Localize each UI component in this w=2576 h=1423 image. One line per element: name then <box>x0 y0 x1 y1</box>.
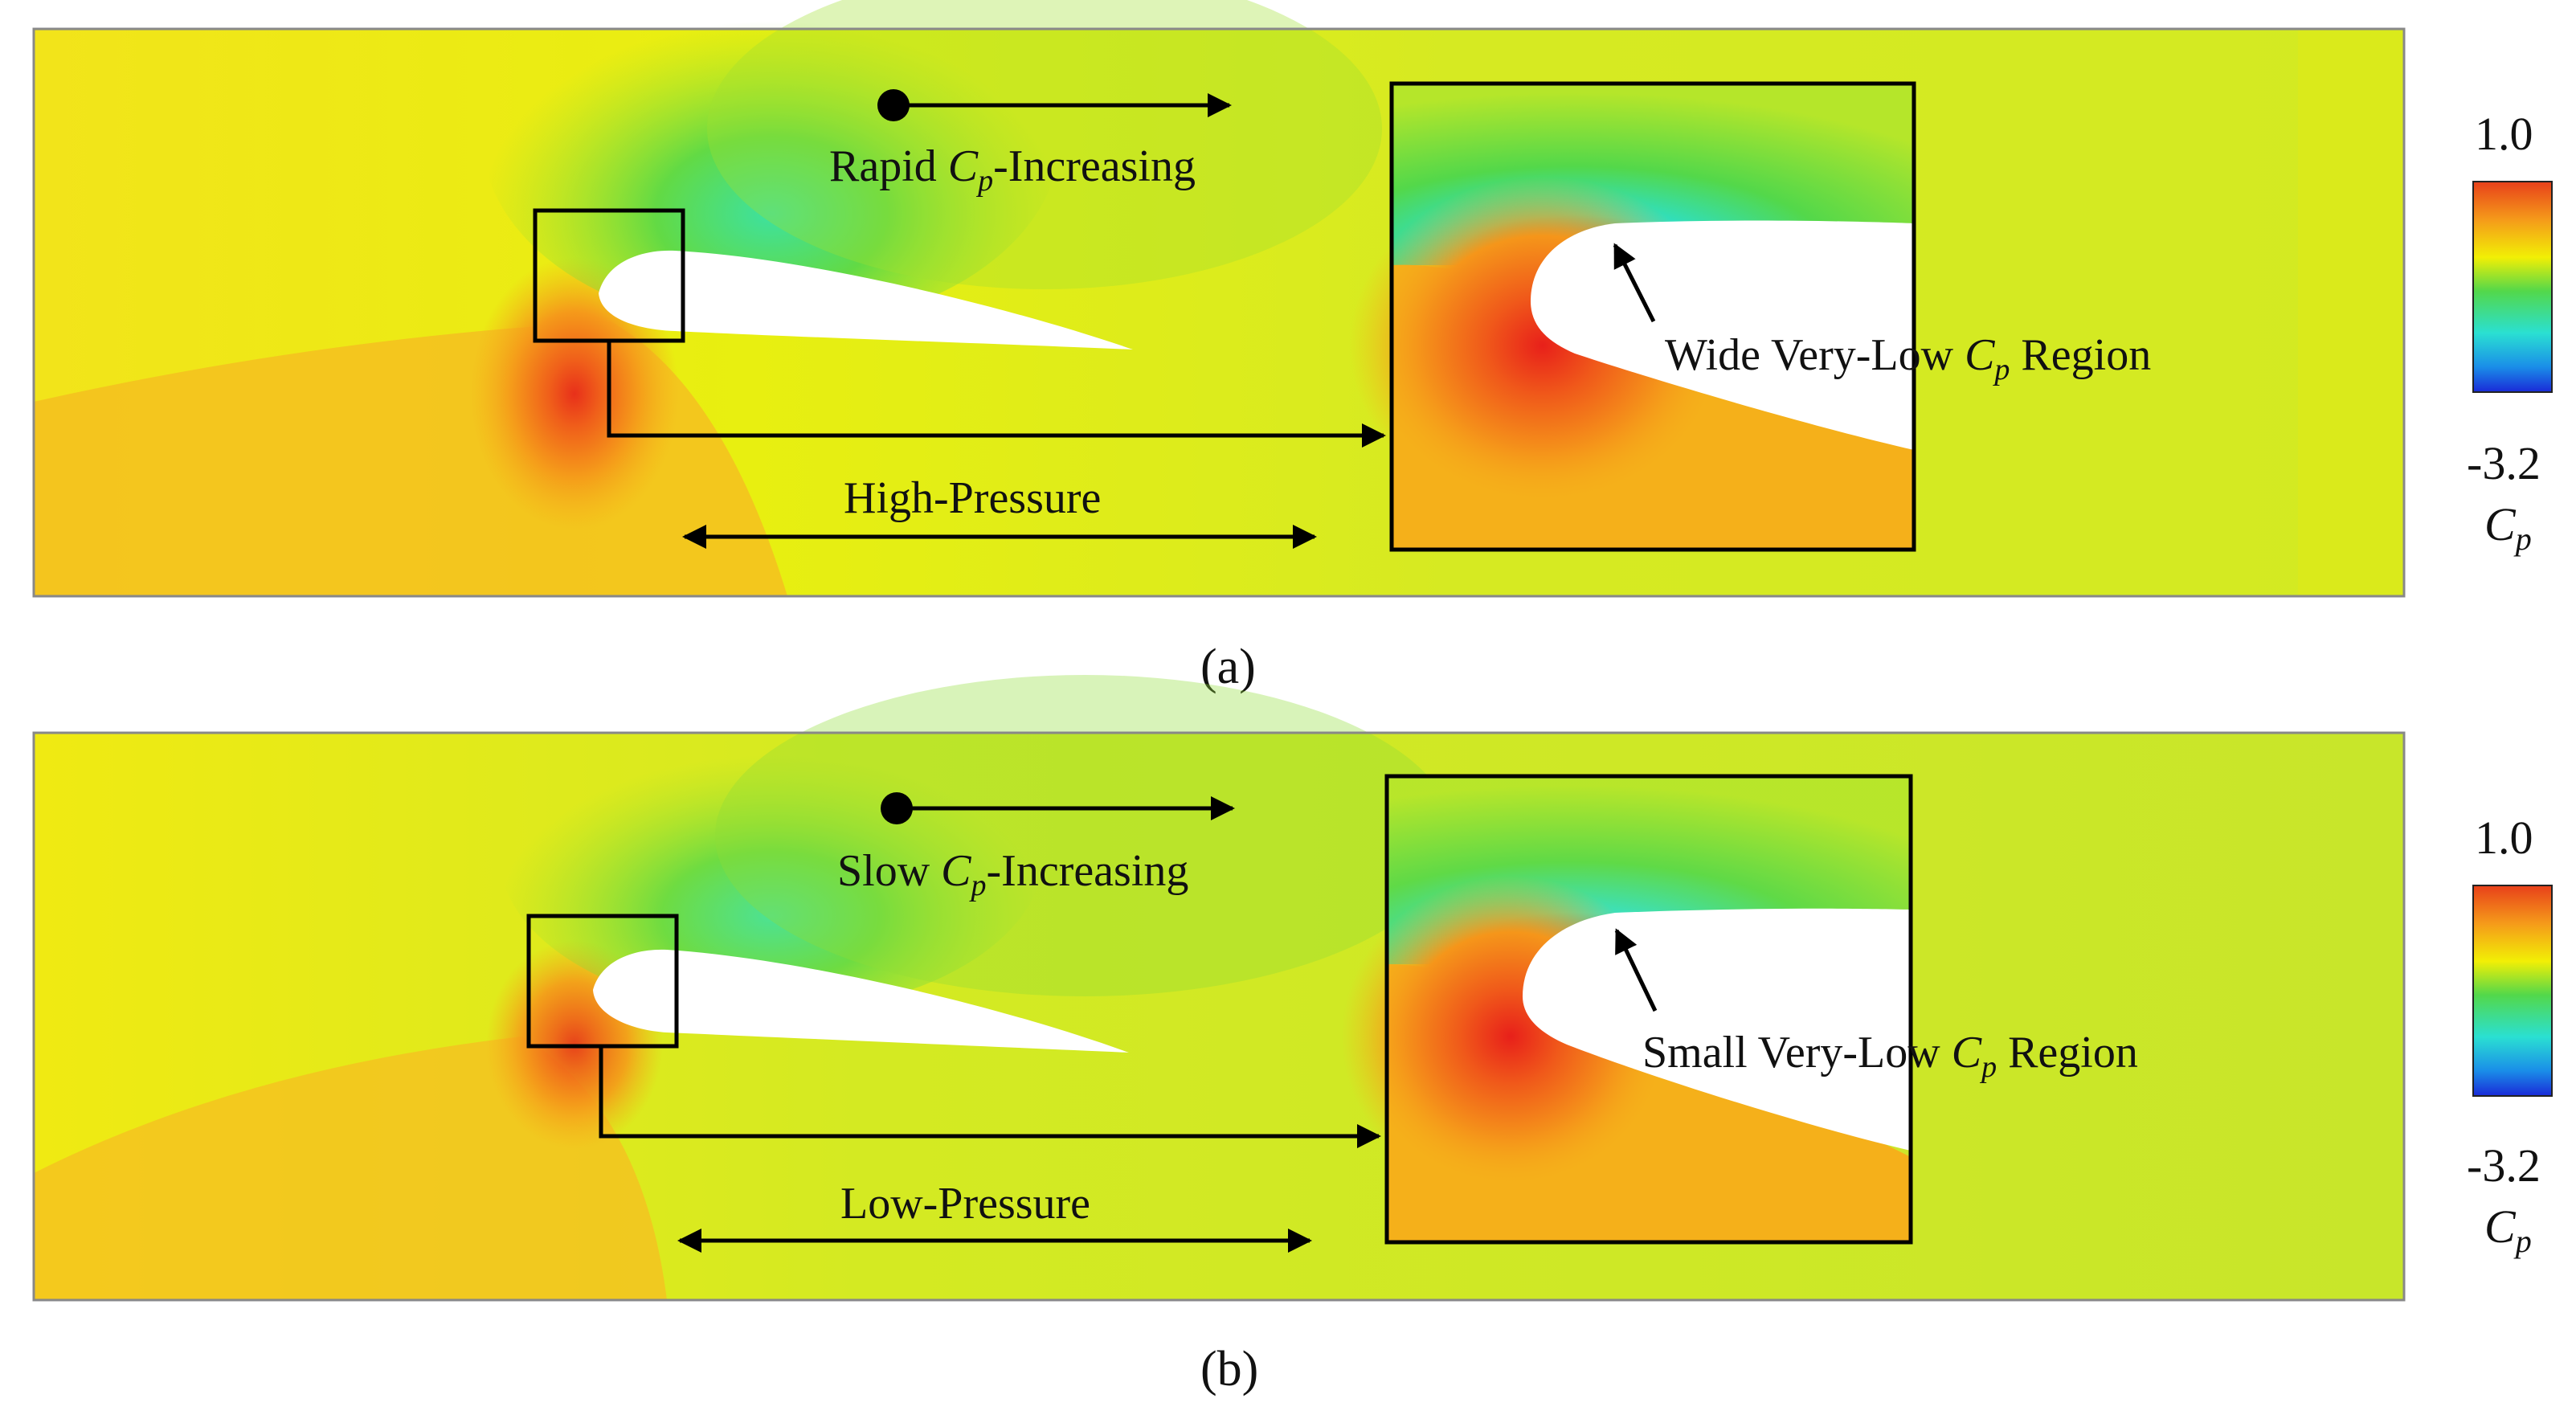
colorbar-symbol-b: Cp <box>2484 1200 2532 1259</box>
zoom-connector-b <box>599 1046 1381 1148</box>
colorbar-a: 1.0 -3.2 Cp <box>2467 108 2553 557</box>
caption-b: (b) <box>1200 1342 1258 1396</box>
inset-airfoil-a <box>1531 220 1914 450</box>
panel-b: Slow Cp-Increasing Low-Pressure Small Ve… <box>32 675 2553 1396</box>
colorbar-min-a: -3.2 <box>2467 437 2541 489</box>
colorbar-min-b: -3.2 <box>2467 1139 2541 1192</box>
label-bottom-b: Low-Pressure <box>840 1179 1090 1229</box>
colorbar-max-b: 1.0 <box>2475 812 2533 864</box>
colorbar-symbol-a: Cp <box>2484 498 2532 557</box>
caption-a: (a) <box>1200 640 1256 694</box>
airfoil-b <box>593 949 1129 1053</box>
zoom-connector-a <box>607 341 1386 448</box>
airfoil-a <box>599 250 1133 350</box>
colorbar-b: 1.0 -3.2 Cp <box>2467 812 2553 1259</box>
inset-arrow-b <box>1614 928 1658 1012</box>
colorbar-max-a: 1.0 <box>2475 108 2533 160</box>
panel-a-contour-field <box>34 0 2404 596</box>
inset-label-b: Small Very-Low Cp Region <box>1642 1028 2138 1084</box>
label-bottom-a: High-Pressure <box>844 473 1101 523</box>
panel-a: Rapid Cp-Increasing High-Pressure Wide V… <box>32 0 2553 694</box>
inset-label-a: Wide Very-Low Cp Region <box>1665 330 2151 386</box>
panel-a-border <box>32 27 2406 598</box>
label-top-a: Rapid Cp-Increasing <box>829 141 1196 198</box>
label-top-b: Slow Cp-Increasing <box>837 846 1188 902</box>
inset-airfoil-b <box>1523 908 1911 1151</box>
inset-arrow-a <box>1613 243 1656 323</box>
inset-a: Wide Very-Low Cp Region <box>1350 81 2151 552</box>
inset-b: Small Very-Low Cp Region <box>1342 774 2138 1245</box>
panel-b-border <box>32 731 2406 1302</box>
panel-b-contour-field <box>34 675 2404 1300</box>
